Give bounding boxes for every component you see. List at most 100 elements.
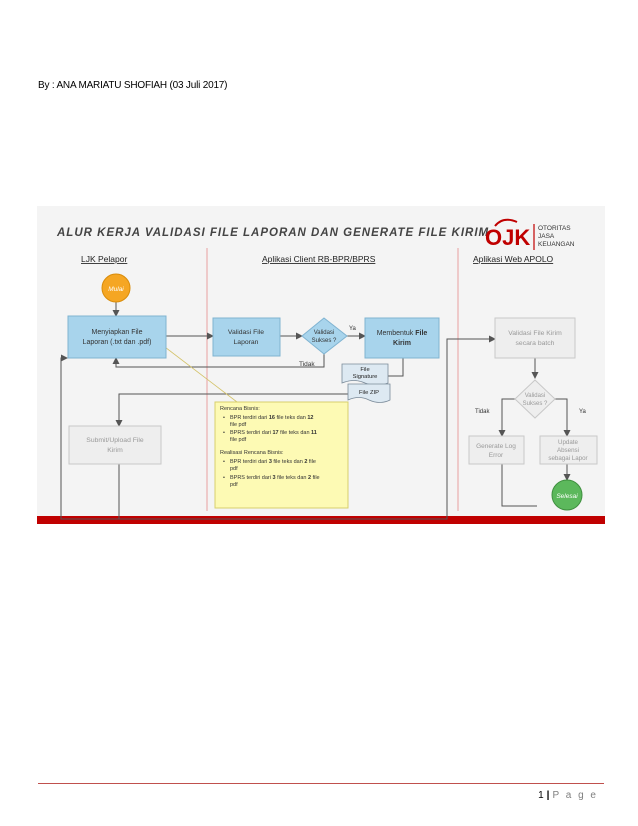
arrow-apolo-ya [555, 398, 571, 437]
nb2c: file teks dan [279, 430, 311, 436]
note-plan-bullet1: BPR terdiri dari 16 file teks dan 12 [230, 415, 314, 421]
nb2a: BPRS terdiri dari [230, 430, 273, 436]
nb1d: 12 [307, 415, 313, 421]
note-plan-title: Rencana Bisnis: [220, 406, 260, 412]
nr2d: 2 [308, 475, 311, 481]
logo-mark: OJK [485, 225, 530, 250]
note-plan-bullet1-cont: file pdf [230, 422, 247, 428]
nr1d: 2 [304, 459, 307, 465]
client-decision [301, 317, 348, 355]
file-signature-line1: File [360, 367, 369, 373]
note-real-title: Realisasi Rencana Bisnis: [220, 450, 284, 456]
line-left-return [60, 354, 119, 520]
nr2c: file teks dan [276, 475, 308, 481]
note-real-bullet2-cont: pdf [230, 482, 238, 488]
file-signature-line2: Signature [353, 374, 378, 380]
update-line1: Update [558, 439, 579, 446]
nb1c: file teks dan [275, 415, 307, 421]
lane-header-apolo: Aplikasi Web APOLO [473, 254, 554, 264]
arrow-files-to-upload [115, 393, 359, 427]
note-plan-bullet2: BPRS terdiri dari 17 file teks dan 11 [230, 430, 317, 436]
nb2b: 17 [273, 430, 279, 436]
nr1a: BPR terdiri dari [230, 459, 269, 465]
nr1e: file [307, 459, 316, 465]
genlog-line2: Error [489, 452, 504, 459]
update-line2: Absensi [557, 447, 579, 454]
form-line1-a: Membentuk [377, 330, 416, 337]
footer-rule [38, 783, 604, 784]
footer-separator: | [546, 790, 550, 801]
batch-line1: Validasi File Kirim [508, 330, 562, 337]
label-ya-1: Ya [349, 326, 357, 332]
prepare-file-box [67, 315, 167, 359]
note-real-bullet1-cont: pdf [230, 466, 238, 472]
form-file-box [364, 317, 440, 359]
update-absensi-box [539, 435, 598, 465]
nr1c: file teks dan [272, 459, 304, 465]
diagram-bottom-bar [37, 516, 605, 524]
workflow-diagram: ALUR KERJA VALIDASI FILE LAPORAN DAN GEN… [37, 206, 605, 524]
lane-header-client: Aplikasi Client RB-BPR/BPRS [262, 254, 376, 264]
note-real-bullet2: BPRS terdiri dari 3 file teks dan 2 file [230, 475, 320, 481]
lane-header-ljk: LJK Pelapor [81, 254, 127, 264]
genlog-line1: Generate Log [476, 443, 516, 450]
apolo-decision-line1: Validasi [525, 393, 546, 399]
apolo-decision [514, 379, 556, 419]
note-pointer [156, 340, 238, 403]
prepare-line1: Menyiapkan File [92, 329, 143, 336]
note-real-bullet1: BPR terdiri dari 3 file teks dan 2 file [230, 459, 316, 465]
apolo-decision-line2: Sukses ? [523, 401, 548, 407]
file-zip-doc [347, 383, 391, 403]
file-zip-label: File ZIP [359, 390, 379, 396]
batch-line2: secara batch [516, 340, 555, 347]
nr1b: 3 [269, 459, 272, 465]
note-plan-bullet2-cont: file pdf [230, 437, 247, 443]
label-ya-2: Ya [579, 409, 587, 415]
business-plan-note [214, 401, 349, 509]
form-line1-b: File [415, 330, 427, 337]
diagram-title: ALUR KERJA VALIDASI FILE LAPORAN DAN GEN… [56, 227, 489, 239]
line-genlog-down [501, 464, 537, 507]
note-plan-bullet2-marker: • [223, 430, 225, 436]
page-number: 1 [538, 790, 544, 801]
arrow-apolo-tidak [498, 398, 515, 437]
author-line: By : ANA MARIATU SHOFIAH (03 Juli 2017) [38, 80, 228, 91]
nr2e: file [311, 475, 320, 481]
nb2d: 11 [311, 430, 317, 436]
upload-line1: Submit/Upload File [86, 437, 144, 444]
end-node [551, 479, 583, 511]
end-label: Selesai [556, 493, 578, 500]
upload-line2: Kirim [107, 447, 123, 454]
page-word: P a g e [552, 790, 598, 801]
page-footer: 1|P a g e [538, 790, 598, 801]
update-line3: sebagai Lapor [548, 455, 587, 462]
start-node [101, 273, 131, 303]
nr2b: 3 [273, 475, 276, 481]
upload-file-box [68, 425, 162, 465]
nb1b: 16 [269, 415, 275, 421]
nr2a: BPRS terdiri dari [230, 475, 273, 481]
logo-line3: KEUANGAN [538, 241, 575, 248]
line-to-apolo [119, 335, 496, 520]
prepare-line2: Laporan (.txt dan .pdf) [83, 339, 152, 346]
validate-file-box [212, 317, 281, 357]
batch-validate-box [494, 317, 576, 359]
form-line2: Kirim [393, 340, 411, 347]
nb1a: BPR terdiri dari [230, 415, 269, 421]
label-tidak-2: Tidak [475, 409, 490, 415]
client-decision-line2: Sukses ? [312, 338, 337, 344]
note-plan-bullet1-marker: • [223, 415, 225, 421]
note-real-bullet2-marker: • [223, 475, 225, 481]
label-tidak-1: Tidak [299, 361, 315, 368]
generate-log-box [468, 435, 525, 465]
validate-line1: Validasi File [228, 329, 264, 336]
note-real-bullet1-marker: • [223, 459, 225, 465]
ojk-logo: OJK OTORITAS JASA KEUANGAN [485, 218, 575, 250]
validate-line2: Laporan [234, 339, 259, 346]
arrow-decision-tidak [112, 354, 325, 368]
client-decision-line1: Validasi [314, 330, 335, 336]
form-line1: Membentuk File [377, 330, 428, 337]
logo-line2: JASA [538, 233, 555, 240]
logo-line1: OTORITAS [538, 225, 571, 232]
start-label: Mulai [108, 286, 124, 293]
